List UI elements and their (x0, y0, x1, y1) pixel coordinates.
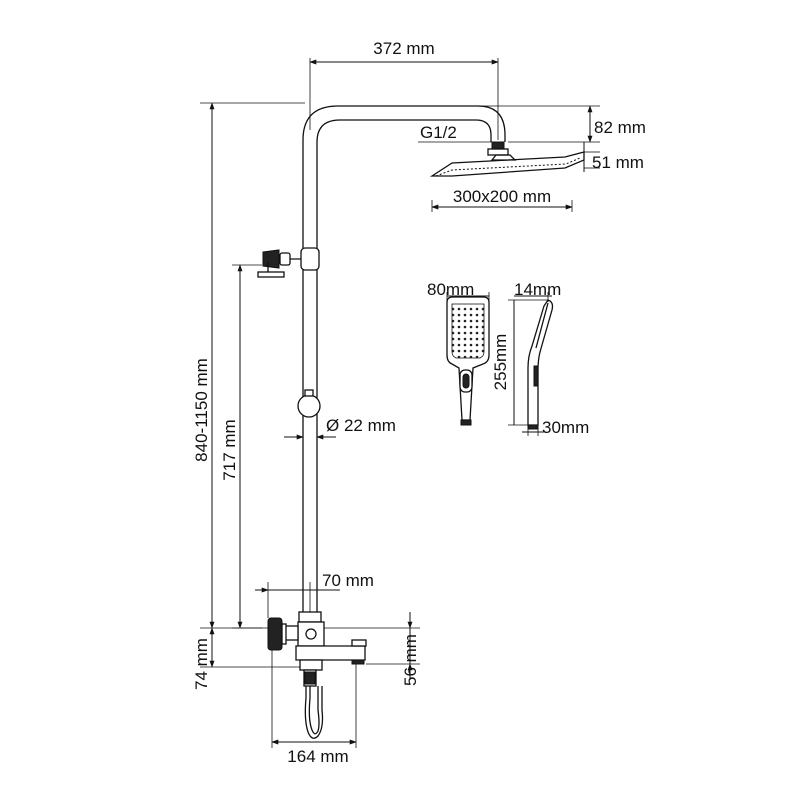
height-adjust-knob (297, 389, 321, 418)
shower-hose (304, 686, 324, 739)
handshower-holder (257, 247, 320, 278)
dim-label-spout-height: 56 mm (401, 634, 420, 686)
dimension-mixer-width: 164 mm (271, 650, 357, 766)
dim-label-head-thickness: 51 mm (592, 153, 644, 172)
dimension-mixer-drop: 74 mm (192, 627, 300, 690)
rain-shower-head (429, 151, 585, 177)
dimension-handshower-handle: 30mm (522, 418, 589, 437)
shower-column (302, 105, 509, 630)
dimension-spout-height: 56 mm (324, 612, 420, 686)
dim-label-handshower-depth: 14mm (514, 280, 561, 299)
dimension-connection: G1/2 (418, 123, 492, 143)
dim-label-mixer-width: 164 mm (287, 747, 348, 766)
dim-label-pipe-diameter: Ø 22 mm (326, 416, 396, 435)
dim-label-head-drop: 82 mm (594, 118, 646, 137)
dimension-holder-height: 717 mm (220, 264, 262, 629)
dim-label-overhead-arm: 372 mm (373, 39, 434, 58)
dim-label-wall-offset: 70 mm (322, 571, 374, 590)
dim-label-handshower-width: 80mm (427, 280, 474, 299)
dim-label-handshower-handle: 30mm (542, 418, 589, 437)
dim-label-connection: G1/2 (420, 123, 457, 142)
dimension-head-thickness: 51 mm (583, 142, 644, 172)
dimension-handshower-width: 80mm (427, 280, 490, 300)
dim-label-total-height: 840-1150 mm (192, 358, 211, 462)
dim-label-head-size: 300x200 mm (453, 187, 551, 206)
dimension-head-size: 300x200 mm (431, 187, 573, 212)
handshower-front-view (446, 296, 490, 426)
dimension-handshower-length: 255mm (491, 299, 548, 426)
dimension-handshower-depth: 14mm (514, 280, 561, 302)
handshower-side-view (527, 299, 554, 430)
dim-label-handshower-length: 255mm (491, 334, 510, 391)
dim-label-holder-height: 717 mm (220, 419, 239, 480)
dimension-pipe-diameter: Ø 22 mm (284, 416, 396, 440)
dimension-wall-offset: 70 mm (255, 571, 374, 618)
thermostatic-mixer (267, 611, 367, 687)
dimension-head-drop: 82 mm (460, 105, 646, 143)
dimension-total-height: 840-1150 mm (192, 102, 305, 629)
dimension-overhead-arm: 372 mm (309, 39, 499, 140)
dim-label-mixer-drop: 74 mm (192, 638, 211, 690)
